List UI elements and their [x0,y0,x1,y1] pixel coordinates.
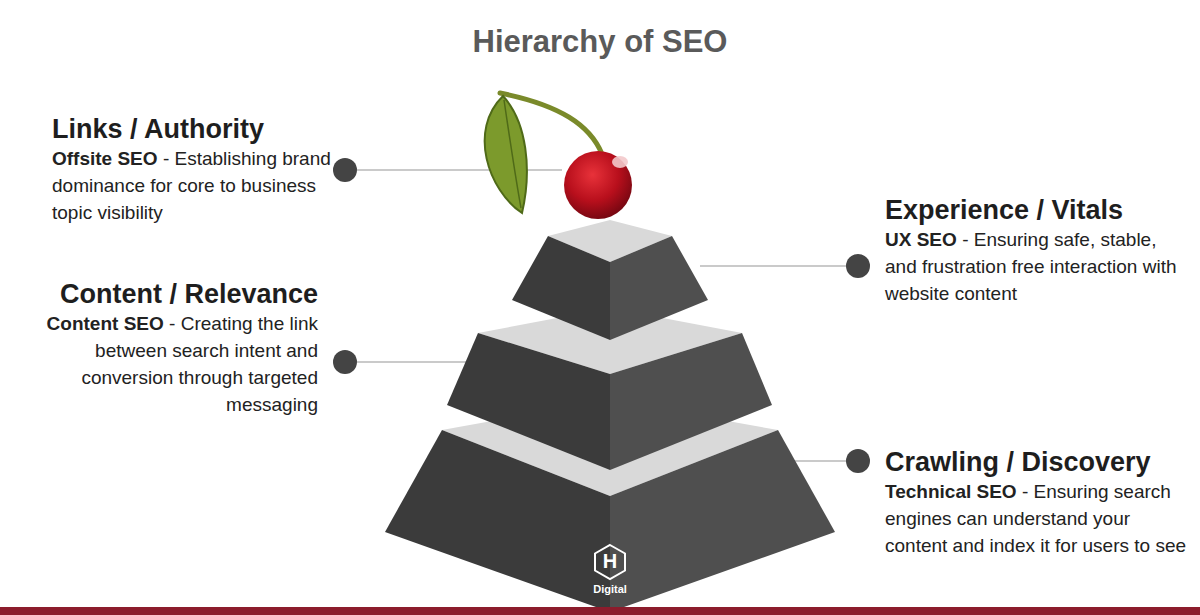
callout-body: Technical SEO- Ensuring search engines c… [885,478,1190,559]
pyramid-tier-top [512,220,708,340]
bottom-bar [0,607,1200,615]
logo-letter: H [595,550,625,572]
callout-body: Content SEO- Creating the link between s… [18,310,318,418]
callout-body: Offsite SEO- Establishing brand dominanc… [52,145,342,226]
diagram-title: Hierarchy of SEO [0,24,1200,60]
callout-text: Links / AuthorityOffsite SEO- Establishi… [52,113,342,226]
callout-heading: Crawling / Discovery [885,446,1190,478]
callout-body: UX SEO- Ensuring safe, stable, and frust… [885,226,1190,307]
callout-heading: Experience / Vitals [885,194,1190,226]
logo-hexagon [595,545,625,579]
seo-type: Offsite SEO [52,148,158,169]
seo-type: Technical SEO [885,481,1017,502]
logo-word: Digital [575,583,645,596]
seo-type: UX SEO [885,229,957,250]
cherry [485,93,632,219]
callout-heading: Links / Authority [52,113,342,145]
callout-text: Experience / VitalsUX SEO- Ensuring safe… [885,194,1190,307]
callout-heading: Content / Relevance [18,278,318,310]
callout-text: Crawling / DiscoveryTechnical SEO- Ensur… [885,446,1190,559]
callout-text: Content / RelevanceContent SEO- Creating… [18,278,318,418]
seo-type: Content SEO [47,313,164,334]
